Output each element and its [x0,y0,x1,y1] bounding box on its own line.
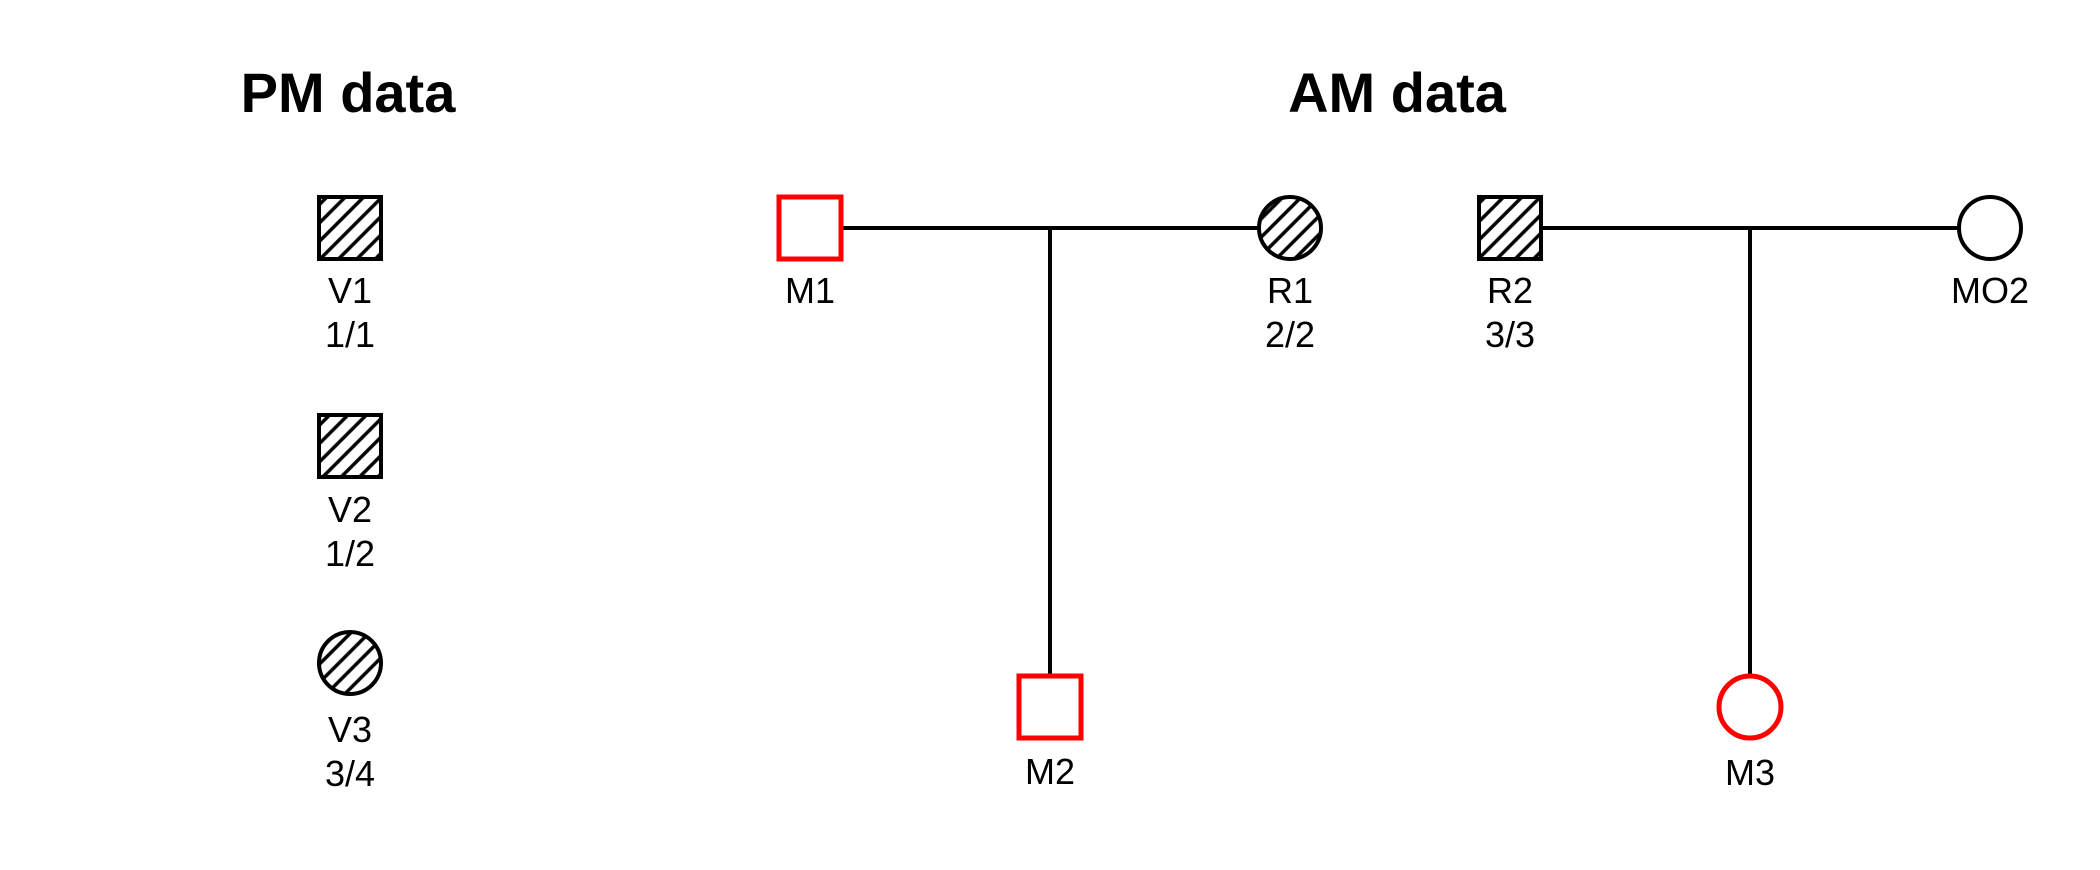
family1-father-m1-square [776,194,844,262]
family1-father-m1-label: M1 [785,270,835,311]
pm-genotype-v3: 3/4 [325,753,375,794]
family2-father-r2-label: R2 [1487,270,1533,311]
family2-mother-mo2-label: MO2 [1951,270,2029,311]
family1-mother-r1-circle [1257,195,1323,261]
family1-child-m2-square [1016,673,1084,741]
pm-symbol-v3-circle [317,630,383,696]
pm-label-v3: V3 [328,709,372,750]
pm-panel-title: PM data [241,61,457,124]
am-family-1: M1 R1 2/2 M2 [776,194,1323,792]
family1-child-m2-label: M2 [1025,751,1075,792]
am-family-2: R2 3/3 MO2 M3 [1477,195,2029,793]
pm-symbol-v2-square [317,413,383,479]
am-panel-title: AM data [1288,61,1507,124]
family2-father-r2-genotype: 3/3 [1485,314,1535,355]
family2-child-m3-circle [1716,673,1784,741]
family2-mother-mo2-circle [1957,195,2023,261]
family1-mother-r1-label: R1 [1267,270,1313,311]
family2-child-m3-label: M3 [1725,752,1775,793]
pm-panel: V1 1/1 V2 1/2 V3 3/4 [317,195,383,794]
pm-genotype-v2: 1/2 [325,533,375,574]
pm-symbol-v1-square [317,195,383,261]
family2-father-r2-square [1477,195,1543,261]
pm-genotype-v1: 1/1 [325,314,375,355]
pm-label-v2: V2 [328,489,372,530]
family1-mother-r1-genotype: 2/2 [1265,314,1315,355]
pm-label-v1: V1 [328,270,372,311]
